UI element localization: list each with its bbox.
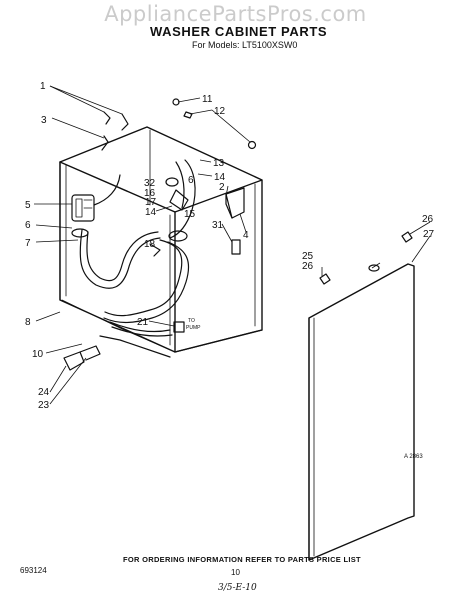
callout-21: 21 [137,317,149,328]
tub-hoses [103,159,196,324]
callout-23: 23 [38,400,50,411]
pump-label-to: TO [188,318,195,324]
pump-label-pump: PUMP [186,325,201,331]
callout-4: 4 [243,230,249,241]
handwritten-note: 3/5-E-10 [218,583,257,593]
callout-8: 8 [25,317,31,328]
callout-14-left: 14 [145,207,157,218]
callout-26-left: 26 [302,261,314,272]
callout-14-right: 14 [214,172,226,183]
callout-25: 25 [302,251,314,262]
callout-13: 13 [213,158,225,169]
leveling-legs [63,345,101,371]
leader-lines [34,85,431,405]
callout-5: 5 [25,200,31,211]
callout-18: 18 [144,239,156,250]
callout-31: 31 [212,220,224,231]
ordering-note: FOR ORDERING INFORMATION REFER TO PARTS … [123,555,361,564]
callout-2: 2 [219,182,225,193]
bracket [225,187,245,219]
callout-6-left: 6 [25,220,31,231]
document-id: 693124 [20,566,47,575]
pressure-switch-parts [149,177,189,257]
model-subtitle: For Models: LT5100XSW0 [192,40,298,50]
callout-32: 32 [144,178,156,189]
callout-17: 17 [145,197,157,208]
drain-hose [109,321,185,337]
callout-1: 1 [40,81,46,92]
callout-27: 27 [423,229,435,240]
front-panel [308,231,415,561]
callout-11: 11 [202,94,213,105]
diagram-title: WASHER CABINET PARTS [150,24,328,39]
figure-reference: A 2863 [404,454,423,460]
callout-3: 3 [41,115,47,126]
cabinet-body [59,126,263,358]
callout-6-center: 6 [188,175,194,186]
callout-12: 12 [214,106,226,117]
callout-10: 10 [32,349,44,360]
watermark: AppliancePartsPros.com [104,2,367,26]
clip [231,239,241,255]
callout-16: 16 [144,188,156,199]
page-number: 10 [231,568,240,577]
water-valve-assembly [71,174,121,222]
callout-24: 24 [38,387,50,398]
callout-15: 15 [184,209,196,220]
callout-26-right: 26 [422,214,434,225]
callout-7: 7 [25,238,31,249]
fill-hoses [71,228,161,289]
